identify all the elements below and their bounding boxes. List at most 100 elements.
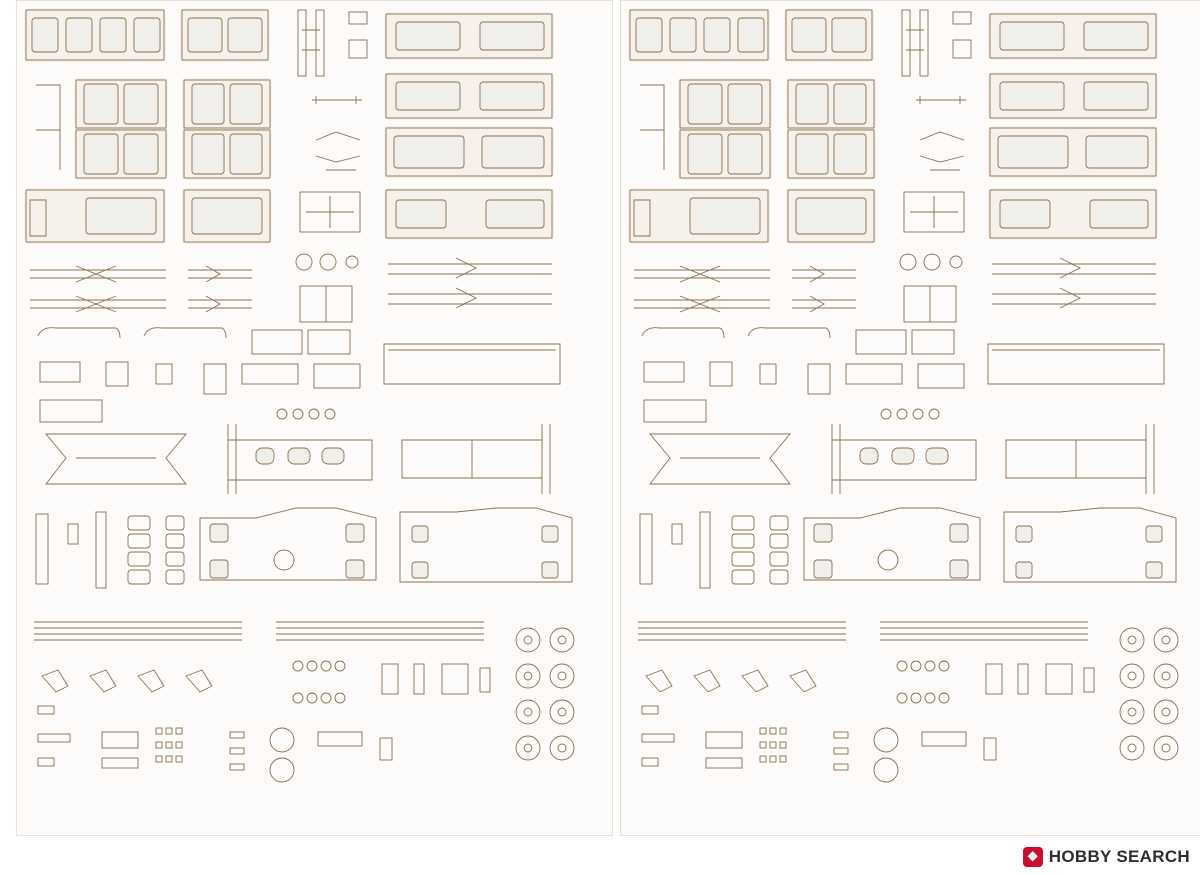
chassis-beam [188,265,252,283]
box-part [39,399,103,423]
window-cutout [541,561,559,579]
gear-part [949,255,963,269]
window-cutout [687,83,723,125]
bolster-part [45,433,187,485]
side-panel [385,73,553,119]
door-panel [183,79,271,129]
wheel-hub [557,671,567,681]
bracket-part [640,129,665,170]
wheel-hub [523,743,533,753]
side-panel [385,189,553,239]
window-cutout [209,559,229,579]
window-cutout [831,17,867,53]
window-cutout [635,17,663,53]
tiny-part [175,727,183,735]
small-part [641,757,659,767]
disc-part [873,727,899,753]
wheel-hub [523,671,533,681]
parts-drawing-left [24,8,575,783]
window-cutout [83,83,119,125]
small-gear [334,660,346,672]
handrail-part [143,327,227,339]
window-panel [181,9,269,61]
truck-frame [1005,424,1155,494]
window-panel [25,9,165,61]
box-part [105,361,129,387]
window-cutout [227,17,263,53]
window-cutout [999,81,1065,111]
small-gear [292,692,304,704]
handrail-part [37,327,121,339]
chassis-beam [30,265,166,283]
box-part [241,363,299,385]
small-part [641,733,675,743]
strip-part [901,9,911,77]
window-cutout [727,83,763,125]
box-part [911,329,955,355]
coupler-part [645,669,673,693]
chassis-beam [634,265,770,283]
wheel-part [549,735,575,761]
window-cutout [395,21,461,51]
tiny-part [779,755,787,763]
small-gear [896,692,908,704]
burn-mark [628,8,770,62]
small-part [671,523,683,545]
side-panel [385,13,553,59]
bogie-frame [199,507,377,581]
window-cutout [737,17,765,53]
coupler-part [185,669,213,693]
window-cutout [1089,199,1149,229]
window-cutout [1083,81,1149,111]
window-cutout [65,17,93,53]
cell-part [769,569,789,585]
truck-frame [401,424,551,494]
wheel-part [1119,699,1145,725]
cell-part [165,515,185,531]
box-part [1083,667,1095,693]
strip-part [699,511,711,589]
small-gear [880,408,892,420]
small-gear [324,408,336,420]
window-cutout [833,83,867,125]
window-cutout [133,17,161,53]
frame-part [306,196,354,228]
window-cutout [123,83,159,125]
window-cutout [997,135,1069,169]
window-cutout [891,447,915,465]
small-gear [308,408,320,420]
bracket-part [640,84,665,140]
bogie-frame [399,507,573,583]
small-gear [924,660,936,672]
tiny-part [833,763,849,771]
wheel-hub [523,635,533,645]
small-gear [912,408,924,420]
box-part [807,363,831,395]
cell-part [127,515,151,531]
wheel-part [1153,663,1179,689]
gear-part [923,253,941,271]
wheel-part [549,663,575,689]
wheel-part [549,627,575,653]
door-panel [787,129,875,179]
rail-part [34,621,242,641]
bracket-part [36,129,61,170]
side-panel [989,189,1157,239]
side-panel [989,13,1157,59]
parts-sheet-right [620,0,1200,836]
window-cutout [1083,21,1149,51]
window-cutout [229,83,263,125]
box-part [921,731,967,747]
small-gear [334,692,346,704]
window-cutout [541,525,559,543]
coupler-part [693,669,721,693]
frame-part [299,191,361,233]
tiny-part [165,755,173,763]
coupler-part [789,669,817,693]
window-cutout [345,559,365,579]
wheel-part [515,735,541,761]
small-gear [896,660,908,672]
window-panel [629,9,769,61]
box-part [855,329,907,355]
window-cutout [479,81,545,111]
